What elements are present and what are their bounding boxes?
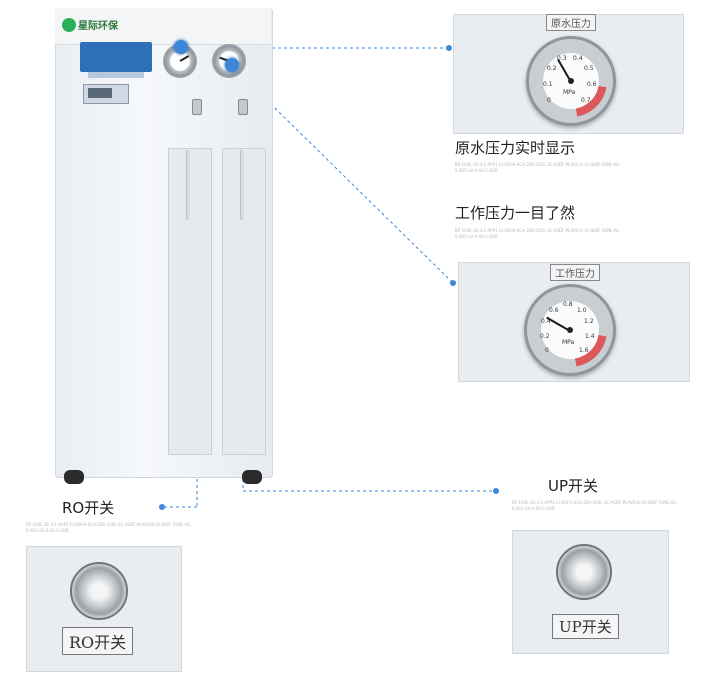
working-gauge-marker <box>225 58 239 72</box>
gauge-tick: 1.4 <box>585 333 595 340</box>
brand-name: 星际环保 <box>78 21 118 32</box>
gauge-tick: 0.2 <box>540 333 550 340</box>
gauge-tick: 0.7 <box>581 97 591 104</box>
working-gauge: 0 0.2 0.4 0.6 0.8 1.0 1.2 1.4 1.6 MPa <box>524 284 616 376</box>
caster-wheel-left <box>64 470 84 484</box>
fine-print-2: BP-100E 2E-3-1-AVP1-CI-0GFH-SCA-2DV-100L… <box>455 228 620 239</box>
working-callout-endpoint <box>450 280 456 286</box>
fine-print-4: BP-100E 2E-3-1-AVP1-CI-0GFH-SCA-2DV-100L… <box>512 500 677 511</box>
gauge-tick: 0.5 <box>584 65 594 72</box>
ro-fitting <box>192 99 202 115</box>
gauge-tick: 1.0 <box>577 307 587 314</box>
gauge-unit: MPa <box>562 339 575 346</box>
up-switch-stamp: UP开关 <box>552 614 619 639</box>
gauge-tick: 0.6 <box>587 81 597 88</box>
raw-water-gauge: 0 0.1 0.2 0.3 0.4 0.5 0.6 0.7 MPa <box>526 36 616 126</box>
raw-water-pressure-caption: 原水压力实时显示 <box>455 139 576 157</box>
fine-print-1: BP-100E 2E-3-1-AVP1-CI-0GFH-SCA-2DV-100L… <box>455 162 620 173</box>
gauge-tick: 1.2 <box>584 318 594 325</box>
gauge-tick: 0.4 <box>541 318 551 325</box>
up-fitting <box>238 99 248 115</box>
brand-logo-icon <box>62 18 76 32</box>
tube-left <box>186 150 190 220</box>
blue-info-panel <box>80 42 152 72</box>
working-pressure-caption: 工作压力一目了然 <box>455 204 576 222</box>
ro-callout-endpoint <box>159 504 165 510</box>
membrane-housing-left <box>168 148 212 455</box>
membrane-housing-right <box>222 148 266 455</box>
gauge-tick: 0 <box>547 97 551 104</box>
ro-switch-caption: RO开关 <box>62 499 115 517</box>
gauge-tick: 0.3 <box>557 55 567 62</box>
working-gauge-stamp: 工作压力 <box>550 264 600 281</box>
raw-callout-endpoint <box>446 45 452 51</box>
gauge-unit: MPa <box>563 89 576 96</box>
raw-gauge-marker <box>174 40 188 54</box>
fine-print-3: BP-100E 2E-3-1-AVP1-CI-0GFH-SCA-2DV-100L… <box>26 522 191 533</box>
gauge-tick: 1.6 <box>579 347 589 354</box>
caster-wheel-right <box>242 470 262 484</box>
cabinet-top-panel <box>55 8 271 45</box>
panel-label-strip <box>88 72 144 78</box>
up-switch-caption: UP开关 <box>548 477 599 495</box>
controller-screen <box>88 88 112 98</box>
gauge-tick: 0.4 <box>573 55 583 62</box>
gauge-tick: 0.2 <box>547 65 557 72</box>
up-switch-button[interactable] <box>556 544 612 600</box>
ro-switch-button[interactable] <box>70 562 128 620</box>
raw-gauge-stamp: 原水压力 <box>546 14 596 31</box>
gauge-tick: 0.8 <box>563 301 573 308</box>
gauge-tick: 0.6 <box>549 307 559 314</box>
ro-switch-stamp: RO开关 <box>62 627 134 655</box>
tube-right <box>240 150 244 220</box>
gauge-tick: 0 <box>545 347 549 354</box>
gauge-tick: 0.1 <box>543 81 553 88</box>
up-callout-endpoint <box>493 488 499 494</box>
